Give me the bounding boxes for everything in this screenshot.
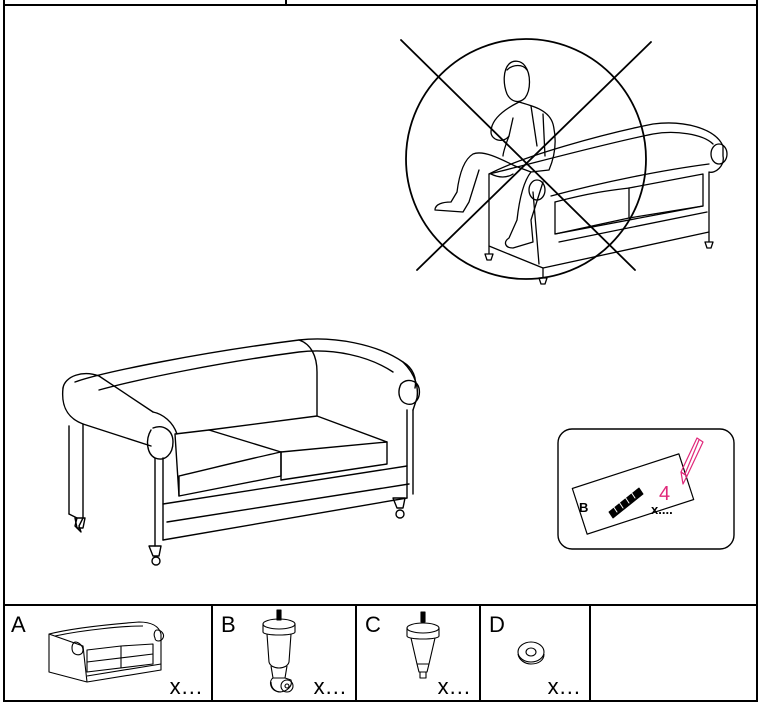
card-quantity-value: 4 [659, 483, 670, 505]
tapered-leg-icon [406, 611, 440, 679]
card-quantity-prefix: x.... [651, 502, 673, 517]
parts-list: A x... B x... C [3, 604, 758, 702]
no-sitting-warning-icon [400, 38, 728, 285]
part-letter: C [365, 612, 381, 637]
part-quantity: x... [547, 674, 581, 699]
part-quantity: x... [313, 674, 347, 699]
part-cell-b: B x... [213, 606, 357, 702]
card-part-letter: B [579, 500, 588, 515]
part-letter: D [489, 612, 505, 637]
sofa-icon [48, 621, 165, 683]
part-cell-a: A x... [3, 606, 213, 702]
person-sitting-drawing [434, 60, 556, 249]
top-rule [3, 4, 758, 6]
warning-sofa-drawing [484, 122, 728, 285]
part-quantity: x... [437, 674, 471, 699]
pencil-icon [680, 437, 704, 485]
instruction-page-frame [3, 0, 758, 702]
part-cell-d: D x... [481, 606, 591, 702]
main-sofa-drawing [61, 338, 421, 566]
caster-leg-icon [262, 609, 296, 693]
part-cell-c: C x... [357, 606, 481, 702]
bolt-icon [608, 487, 644, 519]
washer-icon [517, 641, 545, 665]
illustration-area: B x.... 4 [61, 38, 735, 566]
top-tab-divider [285, 0, 287, 6]
quantity-note-card: B x.... 4 [557, 428, 735, 550]
prohibition-mark [400, 38, 652, 280]
part-letter: A [11, 612, 26, 637]
part-quantity: x... [169, 674, 203, 699]
part-letter: B [221, 612, 236, 637]
